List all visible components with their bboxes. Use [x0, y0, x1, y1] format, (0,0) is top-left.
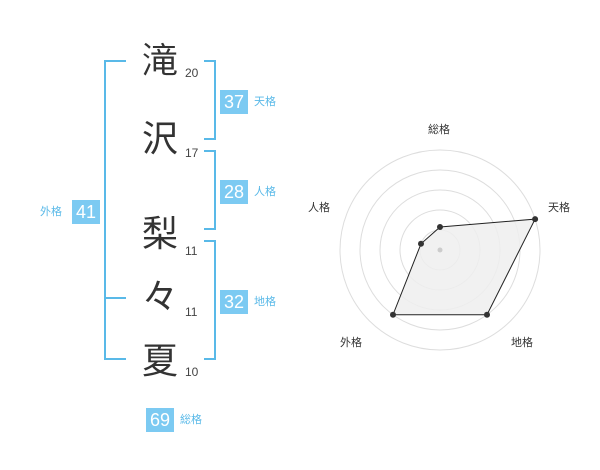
- radar-axis-label-jinkaku: 人格: [308, 201, 330, 214]
- radar-point-2: [484, 311, 490, 318]
- gaikaku-bracket-bottom: [104, 358, 126, 360]
- chikaku-label: 地格: [254, 295, 276, 308]
- gaikaku-bracket-top: [104, 60, 126, 62]
- chikaku-bracket-vertical: [214, 240, 216, 360]
- radar-point-1: [532, 216, 539, 223]
- stroke-count-2: 17: [185, 146, 199, 160]
- name-char-1: 滝: [141, 41, 178, 82]
- tenkaku-value: 37: [220, 90, 248, 114]
- tenkaku-label: 天格: [254, 95, 276, 108]
- stroke-count-1: 20: [185, 66, 199, 80]
- radar-point-4: [418, 240, 424, 247]
- soukaku-value: 69: [146, 408, 174, 432]
- radar-axis-label-gaikaku: 外格: [340, 336, 362, 349]
- jinkaku-bracket-bottom: [204, 228, 216, 230]
- gaikaku-value: 41: [72, 200, 100, 224]
- gaikaku-bracket-mid: [104, 297, 126, 299]
- jinkaku-bracket-vertical: [214, 150, 216, 230]
- radar-grid-ring: [339, 149, 541, 351]
- radar-axis-label-soukaku: 総格: [428, 123, 450, 136]
- radar-axis-label-chikaku: 地格: [511, 336, 533, 349]
- name-char-3: 梨: [141, 214, 178, 255]
- tenkaku-bracket-top: [204, 60, 216, 62]
- jinkaku-bracket-top: [204, 150, 216, 152]
- tenkaku-bracket-vertical: [214, 60, 216, 140]
- radar-point-3: [390, 311, 396, 318]
- tenkaku-bracket-bottom: [204, 138, 216, 140]
- radar-axis-label-tenkaku: 天格: [548, 201, 570, 214]
- chikaku-bracket-bottom: [204, 358, 216, 360]
- jinkaku-label: 人格: [254, 185, 276, 198]
- radar-area: [392, 218, 536, 316]
- soukaku-label: 総格: [180, 413, 202, 426]
- stroke-count-5: 10: [185, 365, 199, 379]
- radar-point-0: [437, 224, 443, 230]
- jinkaku-value: 28: [220, 180, 248, 204]
- chikaku-bracket-top: [204, 240, 216, 242]
- radar-center-dot: [437, 247, 443, 253]
- gaikaku-bracket-vertical: [104, 60, 106, 360]
- name-char-5: 夏: [141, 341, 178, 382]
- name-char-2: 沢: [141, 119, 178, 160]
- gaikaku-label: 外格: [40, 205, 62, 218]
- stroke-count-3: 11: [185, 244, 198, 258]
- name-char-4: 々: [141, 277, 178, 318]
- stroke-count-4: 11: [185, 305, 198, 319]
- chikaku-value: 32: [220, 290, 248, 314]
